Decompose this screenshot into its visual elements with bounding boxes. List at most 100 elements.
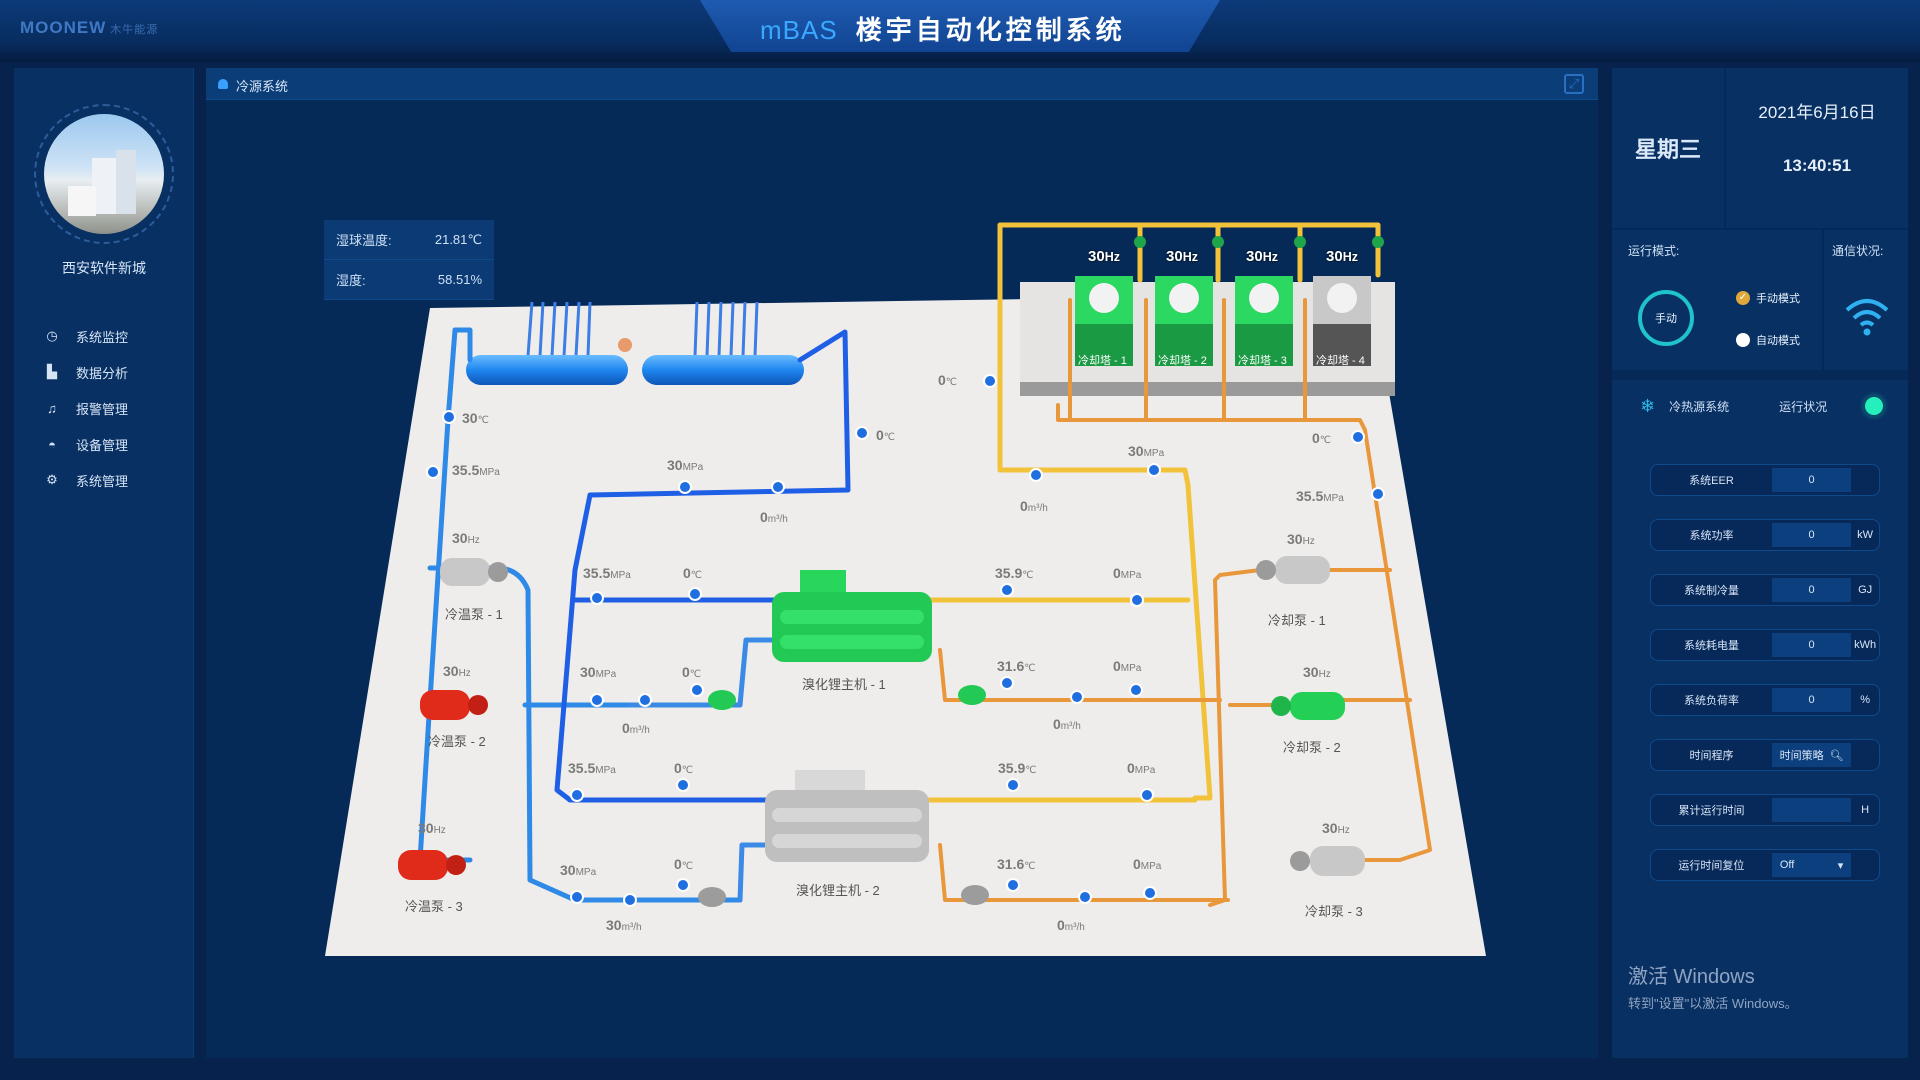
- sidebar-item-label: 数据分析: [76, 365, 129, 381]
- radio-dot: [1736, 333, 1750, 347]
- runtime-reset-select[interactable]: Off▾: [1771, 853, 1852, 877]
- distribution-header: [466, 301, 804, 385]
- param-label: 系统制冷量: [1683, 585, 1739, 597]
- tower-4-freq: 30Hz: [1326, 248, 1358, 265]
- param-unit: GJ: [1858, 584, 1873, 596]
- chilled-pump-2-freq: 30Hz: [443, 663, 471, 679]
- humidity-value: 58.51%: [437, 272, 482, 287]
- brand-name: MOONEW: [20, 18, 107, 37]
- comm-status-box: 通信状况:: [1824, 230, 1908, 370]
- site-photo: [44, 114, 164, 234]
- chilled-pump-2[interactable]: [420, 690, 488, 720]
- param-value: 0: [1771, 633, 1852, 657]
- param-label: 累计运行时间: [1678, 805, 1745, 817]
- radio-label: 手动模式: [1756, 293, 1800, 305]
- cooling-pump-3-name: 冷却泵 - 3: [1305, 904, 1363, 919]
- chilled-pump-1[interactable]: [440, 558, 508, 586]
- ch1-cond-in-temp: 31.6℃: [997, 658, 1036, 674]
- cooling-supply-pipe: [922, 222, 1381, 803]
- chiller-1-evap-valve[interactable]: [708, 690, 736, 710]
- param-value: 0: [1771, 468, 1852, 492]
- avatar-ring: [34, 104, 174, 244]
- cooling-tower-3[interactable]: [1235, 276, 1293, 366]
- humidity-row: 湿度:58.51%: [324, 260, 494, 300]
- sidebar-item-device[interactable]: ◓设备管理: [44, 426, 128, 462]
- param-unit: %: [1860, 694, 1870, 706]
- ch1-cond-in-flow: 0m³/h: [1053, 716, 1081, 732]
- weekday: 星期三: [1612, 68, 1724, 228]
- sidebar-nav: ◷ 系统监控 ▙数据分析 ♫报警管理 ◓设备管理 ⚙系统管理: [44, 318, 128, 498]
- expand-icon[interactable]: ⤢: [1564, 74, 1584, 94]
- tower-supply-temp: 0℃: [938, 372, 958, 388]
- tower-supply-flow: 0m³/h: [1020, 498, 1048, 514]
- manual-mode-radio[interactable]: ✓手动模式: [1736, 290, 1800, 306]
- chiller-2[interactable]: [765, 770, 929, 862]
- ch2-cond-in-temp: 31.6℃: [997, 856, 1036, 872]
- app-title: mBAS 楼宇自动化控制系统: [760, 10, 1126, 47]
- datetime-box: 2021年6月16日 13:40:51: [1726, 68, 1908, 228]
- param-label: 系统耗电量: [1683, 640, 1739, 652]
- cooling-pump-3[interactable]: [1290, 846, 1365, 876]
- chevron-down-icon: ▾: [1837, 859, 1844, 872]
- tower-supply-press: 30MPa: [1128, 443, 1165, 459]
- auto-mode-radio[interactable]: 自动模式: [1736, 332, 1800, 348]
- param-value: [1771, 798, 1852, 822]
- time-text: 13:40:51: [1782, 156, 1852, 175]
- cooling-tower-1[interactable]: [1075, 276, 1133, 366]
- param-unit: kWh: [1854, 639, 1877, 651]
- ch2-cond-in-flow: 0m³/h: [1057, 917, 1085, 933]
- param-value: 0: [1771, 578, 1852, 602]
- chiller-2-cond-valve[interactable]: [961, 885, 989, 905]
- wifi-icon: [1845, 299, 1889, 336]
- supply-press: 35.5MPa: [452, 462, 500, 478]
- param-value: 0: [1771, 688, 1852, 712]
- chiller-1-cond-valve[interactable]: [958, 685, 986, 705]
- site-name: 西安软件新城: [62, 260, 146, 276]
- ch1-cond-out-temp: 35.9℃: [995, 565, 1034, 581]
- snowflake-icon: ❄: [1640, 395, 1656, 416]
- cooling-pump-1[interactable]: [1256, 556, 1330, 584]
- cooling-pump-2[interactable]: [1271, 692, 1345, 720]
- ch1-evap-in-press: 30MPa: [580, 664, 617, 680]
- sidebar-item-system[interactable]: ⚙系统管理: [44, 462, 128, 498]
- tower-3-name: 冷却塔 - 3: [1238, 355, 1287, 367]
- chiller-1[interactable]: [772, 570, 932, 662]
- chilled-pump-2-name: 冷温泵 - 2: [428, 734, 486, 749]
- dashboard-icon: ◷: [46, 328, 58, 343]
- cooling-tower-4[interactable]: [1313, 276, 1371, 366]
- ch1-evap-out-temp: 0℃: [683, 565, 703, 581]
- system-label: 冷热源系统: [1669, 399, 1730, 414]
- run-mode-indicator: 手动: [1638, 290, 1694, 346]
- time-strategy-button[interactable]: 时间策略🔍︎: [1771, 743, 1852, 767]
- sidebar-item-monitor[interactable]: ◷ 系统监控: [44, 318, 128, 354]
- chilled-return-pipe: [554, 329, 851, 803]
- run-mode-box: 运行模式: 手动 ✓手动模式 自动模式: [1612, 230, 1822, 370]
- sidebar-item-label: 系统监控: [76, 329, 129, 345]
- cooling-tower-2[interactable]: [1155, 276, 1213, 366]
- chilled-pump-3-freq: 30Hz: [418, 820, 446, 836]
- run-mode-label: 运行模式:: [1628, 244, 1680, 258]
- ch2-cond-out-press: 0MPa: [1127, 760, 1156, 776]
- tower-2-name: 冷却塔 - 2: [1158, 355, 1207, 367]
- param-value: 0: [1771, 523, 1852, 547]
- title-banner: [700, 0, 1220, 52]
- ch1-evap-out-press: 35.5MPa: [583, 565, 631, 581]
- chilled-pump-3[interactable]: [398, 850, 466, 880]
- chiller-2-evap-valve[interactable]: [698, 887, 726, 907]
- app-title-prefix: mBAS: [760, 15, 838, 45]
- app-title-text: 楼宇自动化控制系统: [855, 15, 1126, 45]
- tower-3-freq: 30Hz: [1246, 248, 1278, 265]
- home-icon[interactable]: [218, 79, 228, 89]
- sidebar-item-alarm[interactable]: ♫报警管理: [44, 390, 128, 426]
- sidebar-item-analysis[interactable]: ▙数据分析: [44, 354, 128, 390]
- brand-sub: 木牛能源: [110, 24, 159, 36]
- header-top-press: 30MPa: [667, 457, 704, 473]
